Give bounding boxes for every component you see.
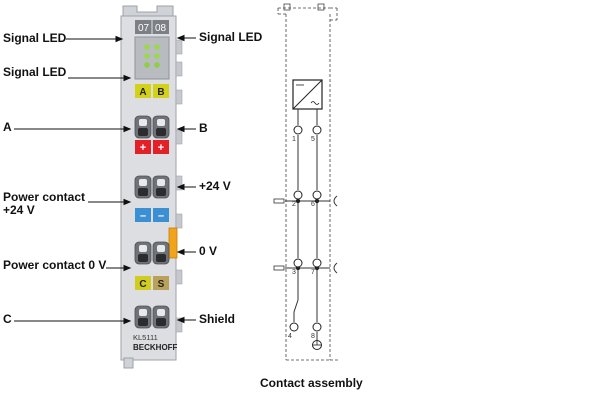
pin-number: 4: [288, 333, 292, 340]
terminal-module: 07 08 A B + + – – C S: [120, 5, 183, 369]
signal-led: [144, 44, 150, 50]
pin-number: 7: [311, 269, 315, 276]
callout-a: A: [3, 120, 12, 134]
slot-c-label: C: [139, 279, 146, 290]
led-number-right: 08: [155, 23, 167, 34]
slot-minus-right-label: –: [158, 210, 164, 222]
contact-assembly-schematic: 1 5 2 6 3 7 4 8: [273, 3, 338, 361]
terminal-point: [312, 322, 322, 332]
signal-led: [144, 62, 150, 68]
pin-number: 2: [292, 201, 296, 208]
power-contact-right: [333, 195, 338, 207]
callout-power-contact-24v-line2: +24 V: [3, 203, 35, 217]
pin-number: 1: [292, 136, 296, 143]
bottom-latch: [123, 357, 134, 369]
schematic-enclosure: [277, 7, 338, 361]
schematic-wires: [285, 109, 330, 340]
wire-entry: [138, 254, 148, 262]
brand-label: BECKHOFF: [133, 343, 178, 352]
wire-entry: [156, 188, 166, 196]
pin-number: 3: [292, 269, 296, 276]
pin-number: 8: [311, 333, 315, 340]
slot-b: [153, 84, 169, 98]
led-window: [134, 36, 170, 80]
slot-plus-right: [153, 140, 169, 154]
callout-power-contact-24v-line1: Power contact: [3, 190, 86, 204]
spring-release-slot: [139, 245, 147, 252]
callout-signal-led-1: Signal LED: [3, 31, 67, 45]
terminal-point: [293, 125, 303, 135]
terminal-point: [312, 258, 322, 268]
spring-release-slot: [139, 309, 147, 316]
terminal-point: [293, 190, 303, 200]
wire-entry: [138, 128, 148, 136]
spring-release-slot: [157, 309, 165, 316]
signal-led: [144, 53, 150, 59]
spring-release-slot: [157, 245, 165, 252]
spring-release-slot: [157, 179, 165, 186]
terminal-point: [289, 322, 299, 332]
slot-minus-right: [153, 208, 169, 222]
led-number-left: 07: [138, 23, 150, 34]
callout-c: C: [3, 312, 12, 326]
slot-s-label: S: [158, 279, 165, 290]
wire-entry: [138, 188, 148, 196]
power-contact-left: [273, 265, 285, 271]
terminal-point: [312, 125, 322, 135]
schematic-caption: Contact assembly: [260, 376, 363, 390]
power-contact-tab: [168, 227, 178, 259]
side-ribs: [175, 39, 183, 333]
slot-plus-left-label: +: [140, 142, 146, 154]
slot-s: [153, 276, 169, 290]
callout-shield: Shield: [199, 312, 236, 326]
spring-connectors: [134, 115, 170, 329]
signal-led: [154, 62, 160, 68]
wire-entry: [156, 254, 166, 262]
slot-plus-left: [135, 140, 151, 154]
slot-minus-left-label: –: [140, 210, 146, 222]
slot-b-label: B: [157, 87, 164, 98]
terminal-point: [293, 258, 303, 268]
spring-release-slot: [157, 119, 165, 126]
slot-a: [135, 84, 151, 98]
slot-a-label: A: [139, 87, 146, 98]
model-label: KL5111: [133, 333, 158, 342]
pins: 1 5 2 6 3 7 4 8: [288, 125, 322, 340]
pin-number: 5: [311, 136, 315, 143]
callout-power-contact-0v: Power contact 0 V: [3, 258, 107, 272]
signal-led: [154, 53, 160, 59]
slot-minus-left: [135, 208, 151, 222]
power-contact-left: [273, 198, 285, 204]
callout-b: B: [199, 121, 208, 135]
callout-plus-24v: +24 V: [199, 179, 231, 193]
callout-signal-led-2: Signal LED: [3, 65, 67, 79]
spring-release-slot: [139, 179, 147, 186]
signal-leds: [144, 44, 160, 68]
spring-release-slot: [139, 119, 147, 126]
power-contact-right: [333, 262, 338, 274]
wire-entry: [138, 318, 148, 326]
callout-lines: [14, 34, 196, 325]
wire-entry: [156, 318, 166, 326]
callout-signal-led-right: Signal LED: [199, 30, 263, 44]
pin-number: 6: [311, 201, 315, 208]
slot-c: [135, 276, 151, 290]
slot-plus-right-label: +: [158, 142, 164, 154]
terminal-point: [312, 190, 322, 200]
wire-entry: [156, 128, 166, 136]
signal-led: [154, 44, 160, 50]
callout-0v: 0 V: [199, 244, 218, 258]
